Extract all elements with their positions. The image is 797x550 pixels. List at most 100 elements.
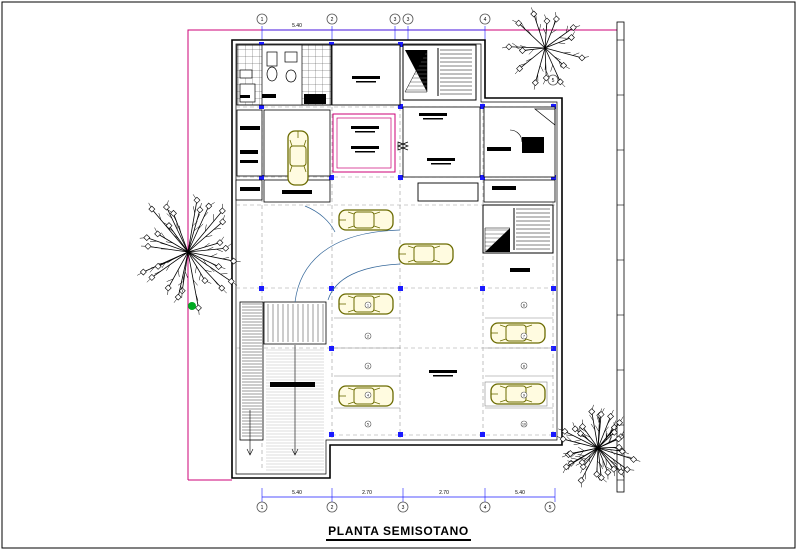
tree-leaf [610, 465, 618, 473]
tree-twig [605, 433, 608, 441]
tree-twig [567, 460, 575, 463]
tree-twig [528, 49, 534, 55]
tree-twig [550, 64, 553, 72]
tree-twig [580, 428, 587, 433]
tree-twig [180, 285, 184, 293]
axis-bubble-label: 3 [407, 17, 410, 23]
columns [259, 42, 556, 437]
tree-twig [605, 458, 607, 466]
tree-leaf [230, 257, 238, 265]
tree-leaf [154, 230, 162, 238]
dimension-label-bottom: 2.70 [362, 490, 372, 496]
tree-twig [149, 266, 155, 273]
tree-leaf [607, 412, 614, 420]
parking-number-bubble [520, 391, 528, 399]
parking-number-bubble [520, 332, 528, 340]
tree-twig [570, 452, 577, 458]
parking-number: 4 [367, 394, 369, 398]
tree-twig [206, 247, 214, 251]
tree-twig [158, 262, 166, 265]
axis-bubble-label: 4 [484, 17, 487, 23]
ramp-lower-left [239, 301, 327, 471]
tree-twig [566, 25, 568, 33]
tree-twig [193, 206, 195, 214]
tree-branch [544, 47, 564, 66]
tree-twig [158, 213, 162, 220]
parking-number-bubble [520, 362, 528, 370]
tree-twig [166, 278, 174, 282]
tree-twig [578, 451, 584, 458]
tree-twig [205, 235, 213, 238]
parking-number-bubble [520, 301, 528, 309]
tree-twig [198, 273, 201, 281]
stairs-top [402, 44, 477, 101]
room-storage [331, 44, 401, 106]
tree-twig [578, 446, 585, 452]
drawing-title: PLANTA SEMISOTANO [0, 524, 797, 541]
tree-leaf [531, 79, 539, 87]
tree-twig [220, 273, 228, 275]
tree-branch [187, 247, 226, 253]
tree-twig [193, 226, 200, 232]
tree-twig [610, 449, 616, 455]
tree-twig [539, 24, 541, 32]
tree-bottom-right [556, 404, 641, 488]
tree-branch [166, 206, 189, 253]
tree-leaf [566, 450, 574, 458]
tree-branch [167, 251, 189, 289]
tree-twig [605, 466, 612, 471]
bathroom-block [236, 44, 332, 106]
tree-twig [556, 73, 560, 80]
tree-twig [166, 213, 173, 219]
dimension-label-bottom: 5.40 [292, 490, 302, 496]
tree-twig [612, 458, 617, 465]
dimension-line-bottom: 5.40 2.70 2.70 5.40 [261, 488, 556, 502]
tree-twig [519, 63, 527, 66]
parking-number-bubble [520, 420, 528, 428]
tree-leaf [593, 470, 601, 478]
dimension-label-bottom: 2.70 [439, 490, 449, 496]
tree-leaf [610, 428, 618, 436]
tree-twig [554, 56, 561, 61]
tree-twig [195, 266, 197, 274]
dimension-label-top: 5.40 [292, 23, 302, 29]
axis-bubble-label: 2 [331, 17, 334, 23]
axis-bubble-label: 5 [549, 505, 552, 511]
axis-bubble-label: 1 [261, 17, 264, 23]
tree-twig [574, 439, 582, 442]
tree-branch [173, 213, 189, 253]
tree-twig [585, 464, 590, 471]
tree-twig [151, 246, 159, 249]
tree-twig [196, 213, 200, 221]
tree-twig [222, 257, 230, 260]
room-machines [235, 109, 331, 203]
dimension-line-top: 5.40 [261, 23, 486, 48]
room-electrical [332, 113, 396, 173]
tree-twig [184, 271, 188, 278]
tree-leaf [530, 10, 538, 18]
tree-twig [575, 455, 583, 458]
tree-branch [597, 414, 602, 449]
tree-top-right [502, 7, 589, 90]
tree-branch [533, 13, 546, 49]
tree-leaf [227, 277, 235, 285]
tree-leaf [515, 19, 523, 27]
tree-twig [589, 414, 594, 421]
tree-twig [595, 425, 600, 432]
tree-leaf [148, 273, 156, 281]
tree-leaf [165, 222, 173, 230]
tree-leaf [519, 47, 526, 54]
tree-leaf [218, 284, 226, 292]
parking-number-bubble [364, 391, 372, 399]
tree-branch [597, 447, 609, 473]
building-outline-inner [235, 43, 558, 475]
tree-leaf [216, 239, 224, 247]
tree-leaf [578, 54, 586, 62]
tree-twig [558, 60, 562, 68]
grid-axis-top: 1 2 3 3 4 [256, 13, 491, 25]
tree-leaf [154, 262, 162, 270]
axis-bubble-label: 5 [552, 78, 555, 84]
tree-leaf [164, 284, 172, 292]
tree-leaf [143, 234, 151, 242]
tree-twig [203, 242, 210, 248]
